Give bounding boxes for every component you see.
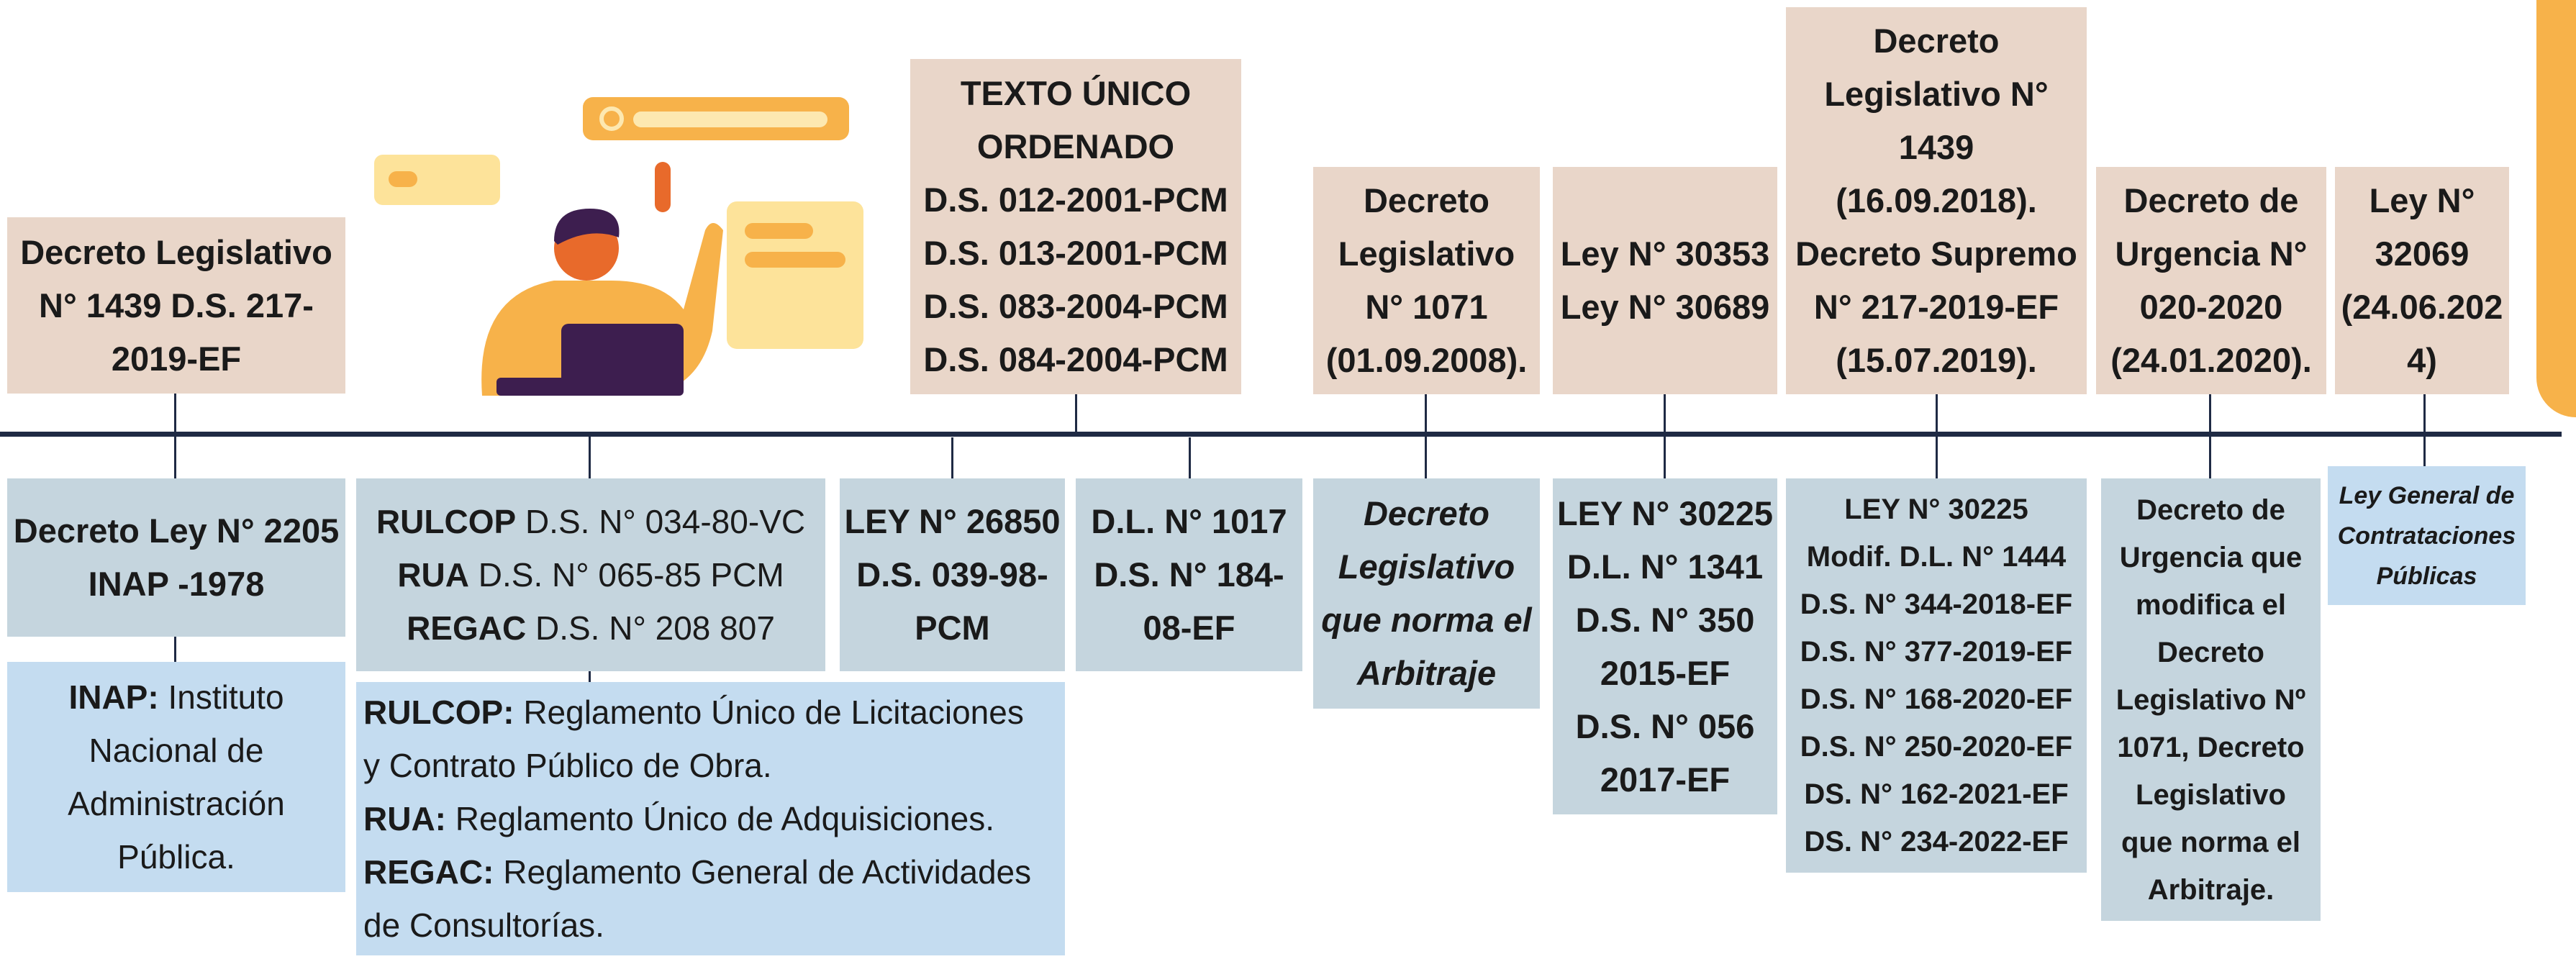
bottom-box-urgencia: Decreto de Urgencia que modifica el Decr… [2101, 478, 2321, 921]
top-box-dl1071: Decreto Legislativo N° 1071 (01.09.2008)… [1313, 167, 1540, 394]
bottom-box-ley-general: Ley General de Contrataciones Públicas [2328, 466, 2526, 605]
connector [589, 669, 591, 683]
desc-box-inap: INAP: Instituto Nacional de Administraci… [7, 662, 345, 892]
connector [951, 437, 953, 479]
edge-accent [2536, 0, 2576, 417]
desc-box-rulcop: RULCOP: Reglamento Único de Licitaciones… [356, 682, 1065, 955]
connector [1075, 394, 1077, 436]
connector [174, 392, 176, 478]
connector [2209, 394, 2211, 479]
bottom-box-inap: Decreto Ley N° 2205 INAP -1978 [7, 478, 345, 637]
top-box-texto-unico: TEXTO ÚNICO ORDENADO D.S. 012-2001-PCM D… [910, 59, 1241, 394]
top-box-dl1439-ds217: Decreto Legislativo N° 1439 (16.09.2018)… [1786, 7, 2087, 394]
top-box-du020: Decreto de Urgencia N° 020-2020 (24.01.2… [2096, 167, 2326, 394]
connector [2423, 394, 2426, 466]
bottom-box-ley26850: LEY N° 26850 D.S. 039-98- PCM [840, 478, 1065, 671]
timeline-axis [0, 432, 2562, 437]
bottom-box-dl1017: D.L. N° 1017 D.S. N° 184- 08-EF [1076, 478, 1302, 671]
connector [1189, 437, 1191, 479]
person-illustration [374, 94, 863, 396]
connector [174, 635, 176, 663]
top-box-ley30353: Ley N° 30353 Ley N° 30689 [1553, 167, 1777, 394]
bottom-box-rulcop: RULCOP D.S. N° 034-80-VC RUA D.S. N° 065… [356, 478, 825, 671]
bottom-box-ley30225-mod: LEY N° 30225 Modif. D.L. N° 1444 D.S. N°… [1786, 478, 2087, 873]
bottom-box-arbitraje: Decreto Legislativo que norma el Arbitra… [1313, 478, 1540, 709]
top-box-ley32069: Ley N° 32069 (24.06.202 4) [2335, 167, 2509, 394]
connector [1664, 394, 1666, 479]
connector [1425, 394, 1427, 479]
connector [1936, 394, 1938, 479]
bottom-box-ley30225: LEY N° 30225 D.L. N° 1341 D.S. N° 350 20… [1553, 478, 1777, 814]
connector [589, 435, 591, 478]
top-box-dl1439: Decreto Legislativo N° 1439 D.S. 217- 20… [7, 217, 345, 394]
